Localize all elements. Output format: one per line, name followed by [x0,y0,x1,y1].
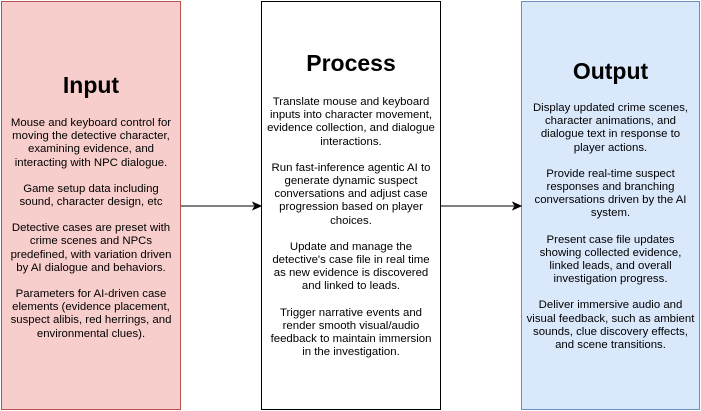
output-paragraph: Display updated crime scenes, character … [532,102,689,154]
arrow-process-to-output [441,201,523,211]
input-box: Input Mouse and keyboard control for mov… [1,1,181,410]
input-paragraph: Detective cases are preset with crime sc… [10,222,172,274]
input-paragraph: Game setup data including sound, charact… [19,182,163,209]
output-paragraph: Present case file updates showing collec… [539,233,682,286]
input-title: Input [62,72,120,98]
process-title: Process [306,50,396,76]
arrow-input-to-process [181,201,263,211]
output-description: Display updated crime scenes, character … [526,102,695,352]
output-paragraph: Deliver immersive audio and visual feedb… [526,299,695,352]
input-paragraph: Parameters for AI-driven case elements (… [10,288,172,340]
process-paragraph: Trigger narrative events and render smoo… [270,306,432,359]
output-paragraph: Provide real-time suspect responses and … [534,167,687,220]
output-box: Output Display updated crime scenes, cha… [521,1,700,410]
process-box: Process Translate mouse and keyboard inp… [261,1,441,410]
input-paragraph: Mouse and keyboard control for moving th… [10,117,172,169]
process-paragraph: Run fast-inference agentic AI to generat… [271,161,431,227]
output-title: Output [572,58,649,84]
process-description: Translate mouse and keyboard inputs into… [266,96,436,359]
process-paragraph: Translate mouse and keyboard inputs into… [267,96,435,148]
input-description: Mouse and keyboard control for moving th… [6,117,176,341]
process-paragraph: Update and manage the detective's case f… [272,240,430,293]
